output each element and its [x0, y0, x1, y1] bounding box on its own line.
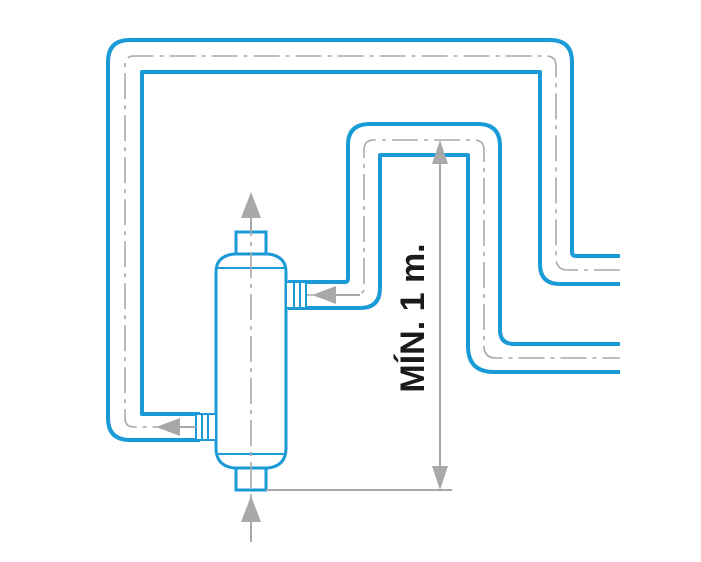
height-dimension: [266, 140, 452, 491]
outer-loop-pipe: [106, 38, 620, 442]
outlet-arrow-up: [241, 192, 261, 232]
right-nozzle: [285, 281, 307, 309]
dimension-label: MÍN. 1 m.: [394, 243, 432, 392]
inner-loop-pipe: [288, 122, 620, 374]
outlet-arrow-left: [156, 418, 196, 436]
inlet-arrow-bottom: [241, 496, 261, 542]
inlet-arrow-right: [312, 286, 360, 304]
left-nozzle: [195, 413, 217, 441]
